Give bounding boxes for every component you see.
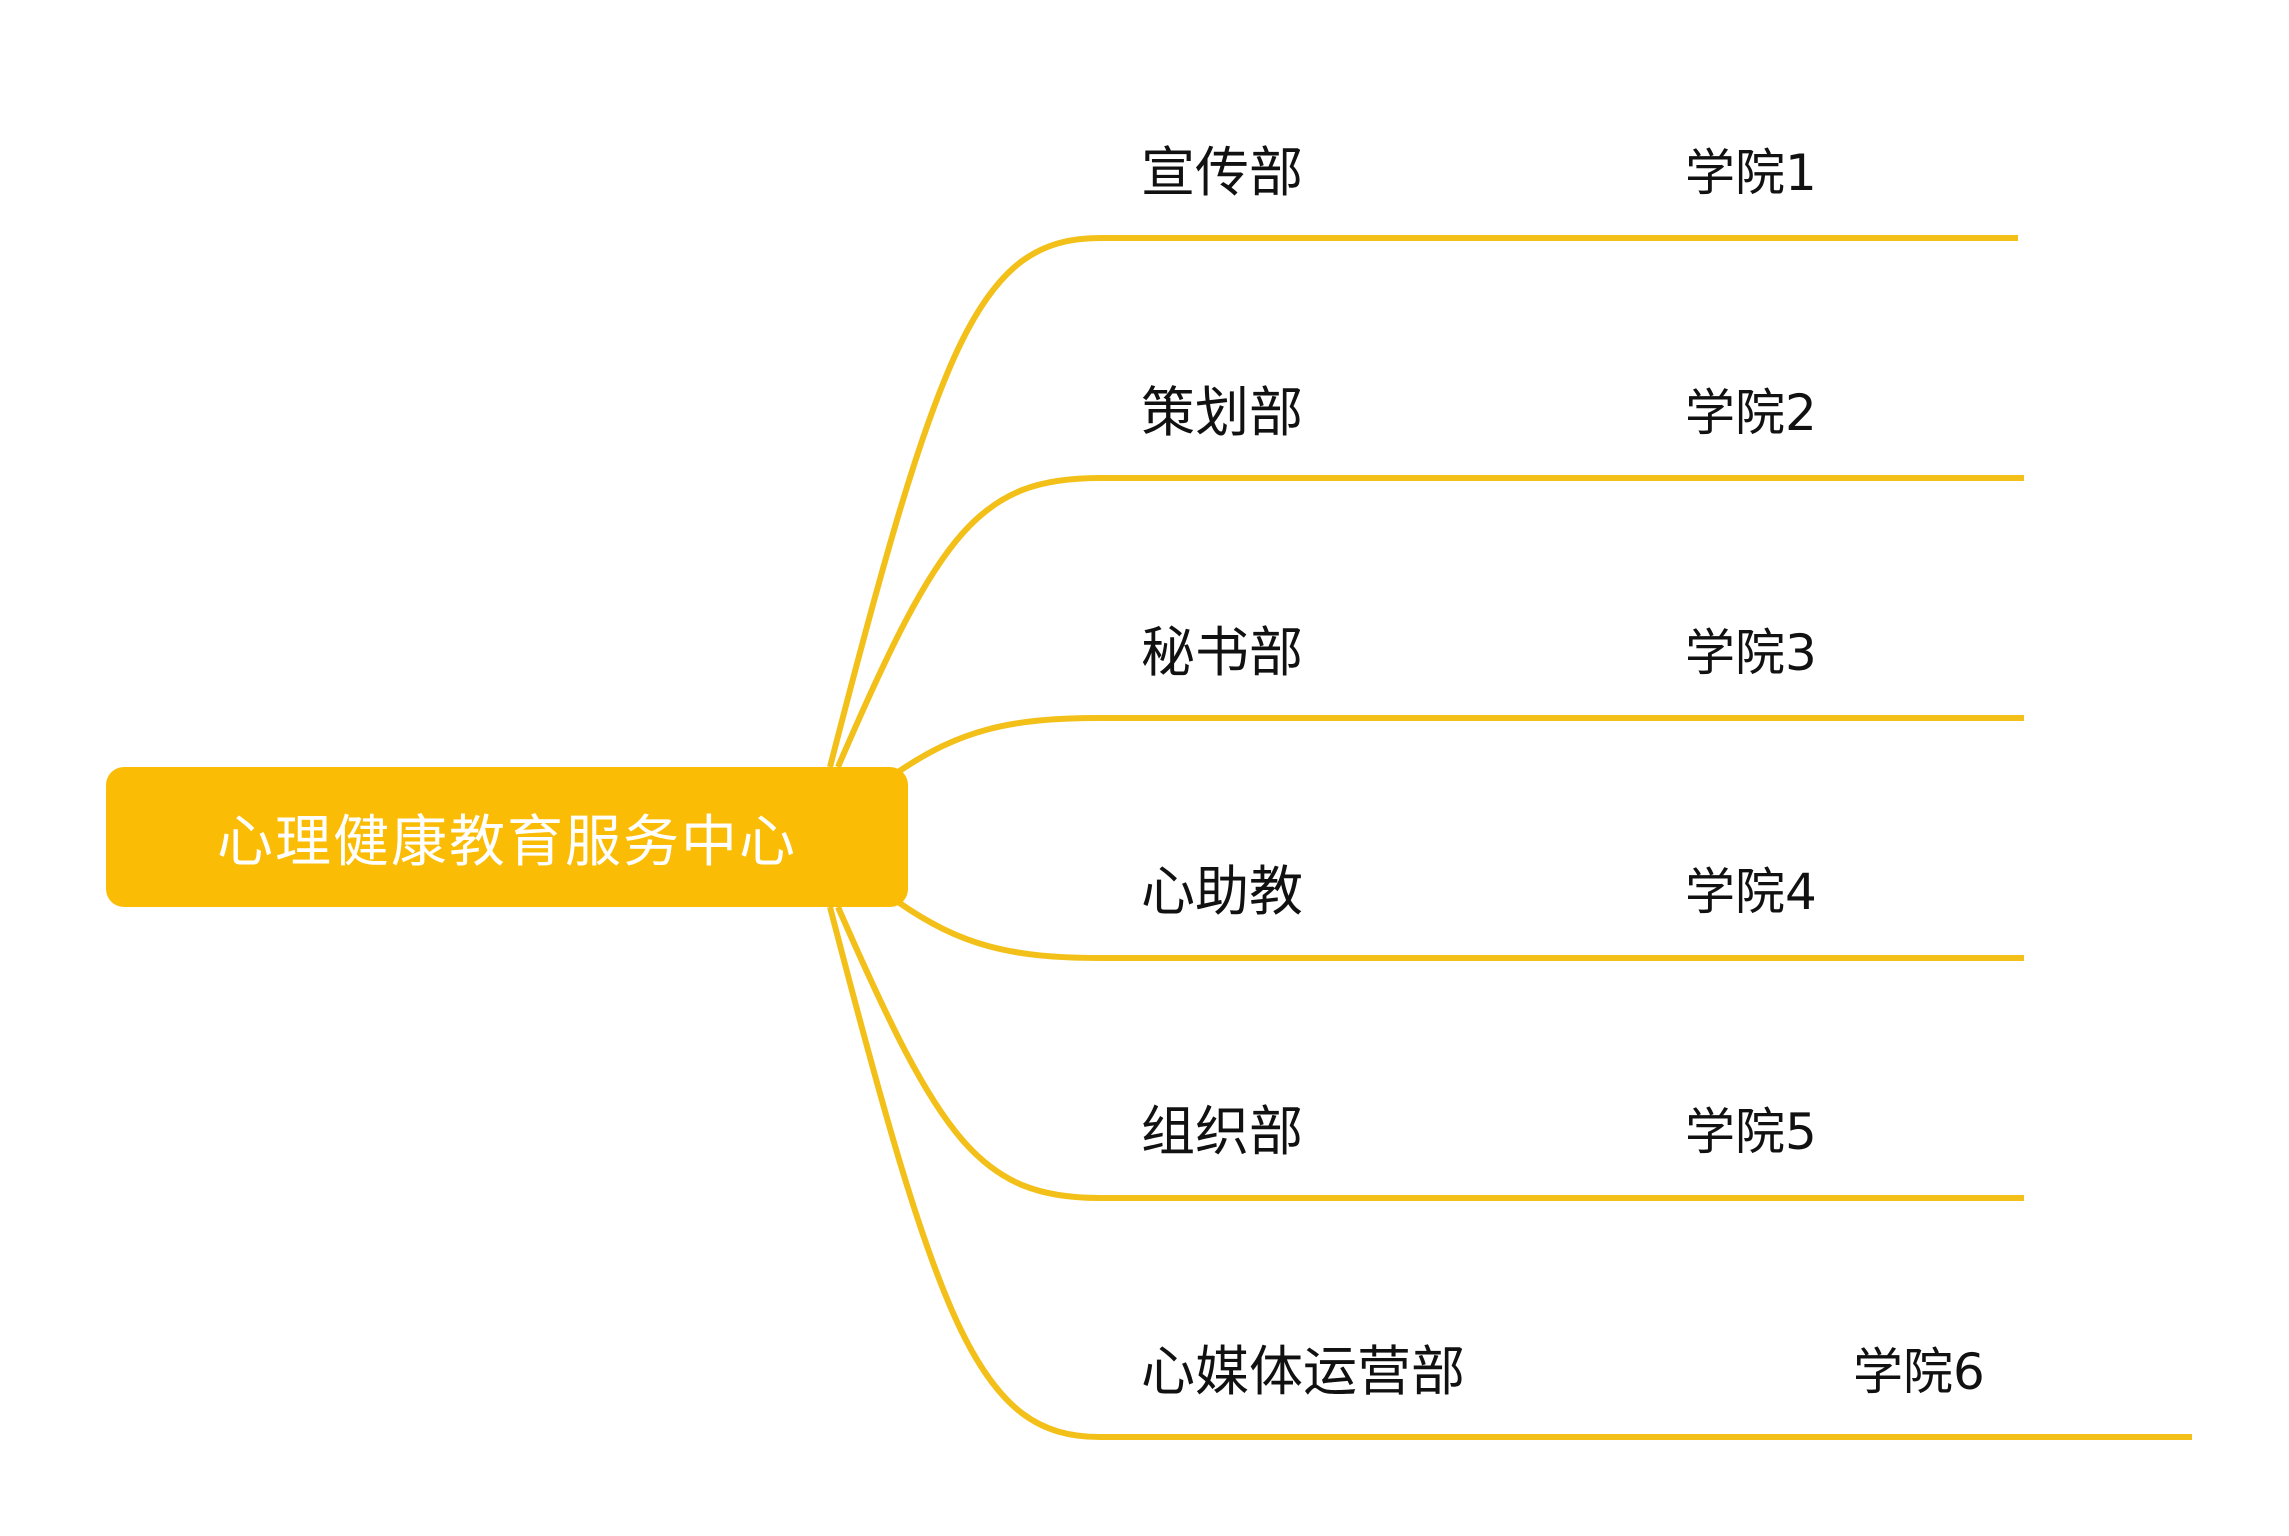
connector-branch-3 [896, 715, 2024, 775]
connector-branch-1 [827, 235, 2018, 768]
root-label: 心理健康教育服务中心 [217, 809, 797, 875]
connector-branch-5 [835, 905, 2024, 1201]
connector-branch-2 [835, 475, 2024, 769]
branch-department-4: 心助教 [1141, 860, 1303, 923]
branch-department-2: 策划部 [1141, 381, 1303, 444]
branch-college-6: 学院6 [1853, 1343, 1985, 1401]
root-node[interactable]: 心理健康教育服务中心 [106, 767, 908, 907]
branch-college-5: 学院5 [1685, 1103, 1817, 1161]
branch-college-2: 学院2 [1685, 384, 1817, 442]
branch-department-1: 宣传部 [1141, 141, 1303, 204]
branch-college-3: 学院3 [1685, 624, 1817, 682]
branch-college-1: 学院1 [1685, 144, 1817, 202]
connector-branch-4 [896, 899, 2024, 961]
branch-department-5: 组织部 [1141, 1100, 1303, 1163]
connector-branch-6 [827, 906, 2192, 1440]
branch-department-3: 秘书部 [1141, 621, 1303, 684]
branch-department-6: 心媒体运营部 [1141, 1340, 1465, 1403]
branch-college-4: 学院4 [1685, 863, 1817, 921]
